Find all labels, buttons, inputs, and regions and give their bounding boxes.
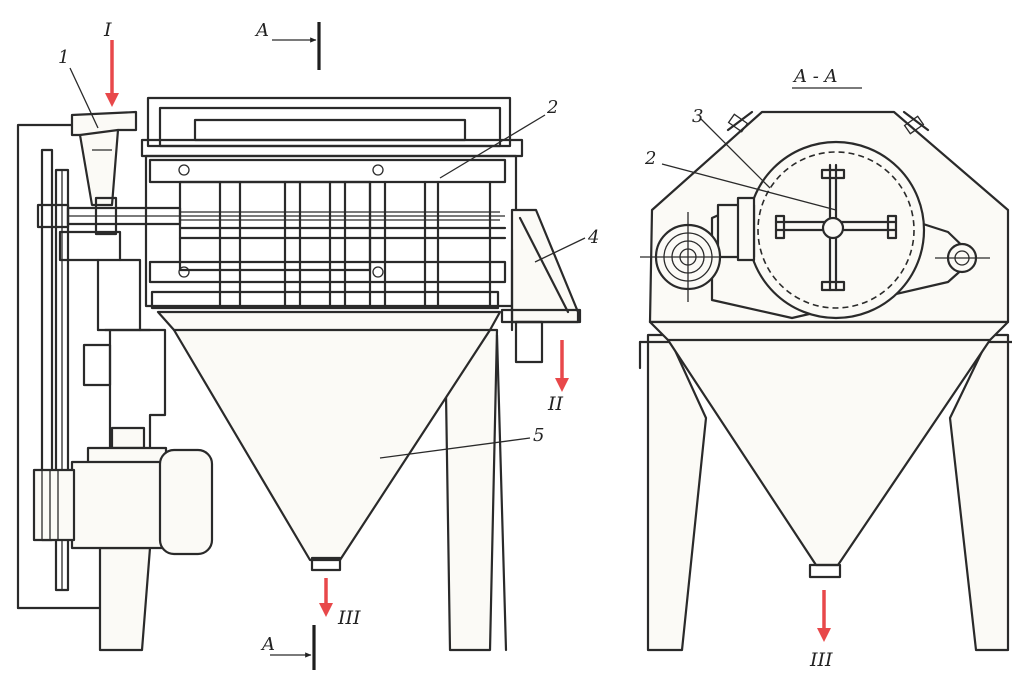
section-view xyxy=(638,87,1012,652)
right-pulley xyxy=(935,242,990,274)
outlet-chute xyxy=(500,208,582,364)
section-drum xyxy=(746,140,926,320)
drum-body xyxy=(140,138,524,310)
cone-hopper xyxy=(156,310,502,572)
side-bracket xyxy=(82,258,167,452)
label-part-4: 4 xyxy=(587,227,599,248)
label-part-2-section: 2 xyxy=(644,148,656,169)
front-view xyxy=(16,22,586,670)
inlet-hopper xyxy=(70,110,138,207)
section-marker-top xyxy=(272,22,321,70)
label-flow-III: III xyxy=(337,607,361,629)
label-flow-II: II xyxy=(547,393,564,415)
label-flow-I: I xyxy=(103,19,112,41)
drive-shaft xyxy=(36,196,505,262)
label-part-3: 3 xyxy=(692,106,703,127)
label-part-1: 1 xyxy=(58,47,69,68)
label-flow-III-section: III xyxy=(809,649,833,671)
electric-motor xyxy=(32,426,214,556)
top-housing xyxy=(146,96,512,148)
label-section-title: A - A xyxy=(792,66,838,87)
section-marker-bottom xyxy=(270,625,316,670)
left-pulley xyxy=(640,212,730,302)
legs xyxy=(98,328,508,652)
label-section-A-bottom: A xyxy=(260,634,275,655)
label-part-5: 5 xyxy=(533,425,544,446)
label-part-2: 2 xyxy=(546,97,558,118)
label-section-A-top: A xyxy=(254,20,269,41)
